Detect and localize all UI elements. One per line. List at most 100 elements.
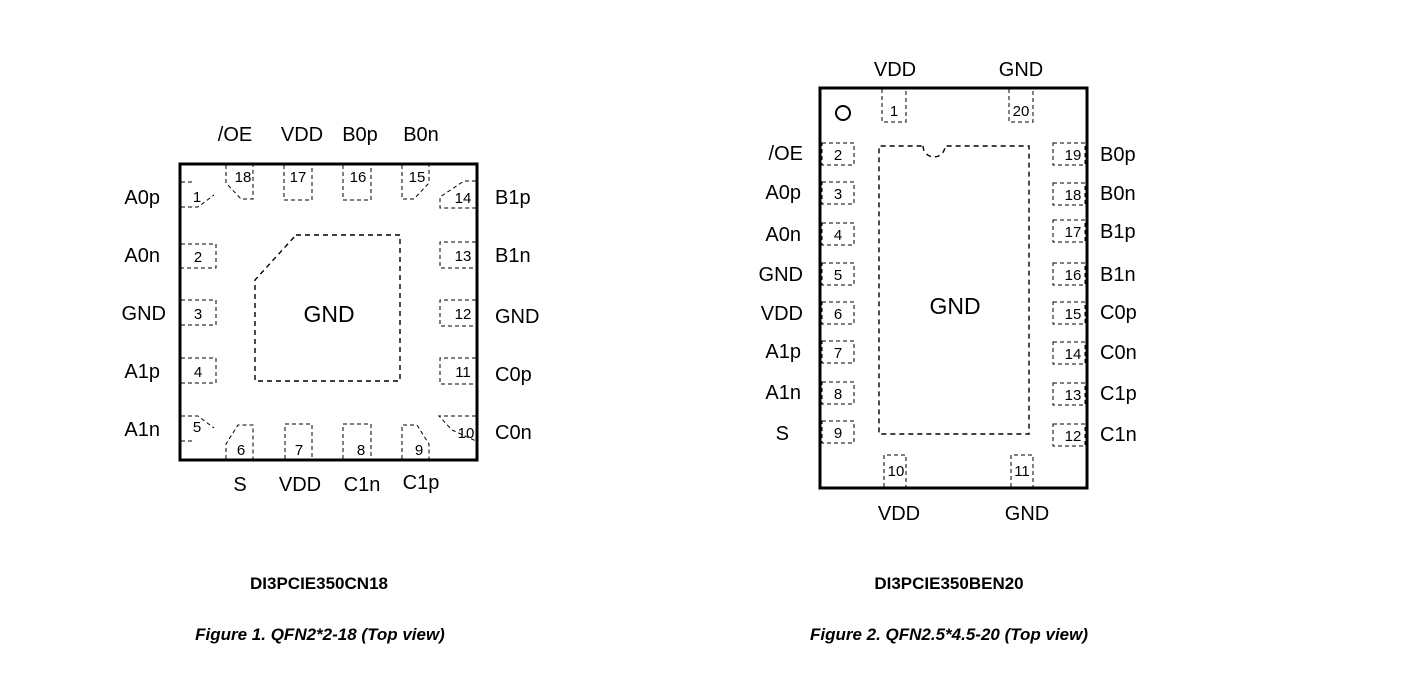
pin-pad xyxy=(439,299,476,327)
pin-pad xyxy=(342,165,372,201)
top-pin-15: 15 B0n xyxy=(401,124,439,200)
right-pin-19: 19 B0p xyxy=(1052,142,1136,166)
pin-number: 3 xyxy=(834,186,842,203)
pin-pad xyxy=(821,222,855,246)
left-pin-4: 4 A0n xyxy=(765,222,855,246)
exposed-pad-20 xyxy=(878,145,1030,435)
exposed-pad-18 xyxy=(254,234,401,382)
package-outline-20 xyxy=(818,86,1089,490)
center-pad-label: GND xyxy=(303,301,354,327)
pin-number: 1 xyxy=(193,189,201,206)
pin-number: 4 xyxy=(834,227,842,244)
pin-pad xyxy=(181,415,215,442)
pin-number: 15 xyxy=(409,169,426,186)
right-pin-15: 15 C0p xyxy=(1052,301,1137,325)
pin-name: C1p xyxy=(1100,383,1137,405)
top-pin-18: 18 /OE xyxy=(218,124,254,200)
right-pin-13: 13 C1p xyxy=(1052,382,1137,406)
pin-number: 17 xyxy=(290,169,307,186)
pin-pad xyxy=(439,357,476,385)
pin-number: 9 xyxy=(834,425,842,442)
pin-name: A1p xyxy=(124,361,160,383)
bottom-pin-8: 8 C1n xyxy=(342,423,381,496)
right-pin-10: 10 C0n xyxy=(437,415,532,444)
pin-pad xyxy=(1052,382,1086,406)
right-pin-14: 14 B1p xyxy=(439,180,531,209)
top-pin-20: 20 GND xyxy=(999,59,1043,123)
pin-number: 10 xyxy=(458,425,475,442)
left-pin-3: 3 A0p xyxy=(765,181,855,205)
pin-pad xyxy=(1052,341,1086,365)
pin-number: 10 xyxy=(888,463,905,480)
pin-name: B1p xyxy=(1100,221,1136,243)
right-pin-12: 12 C1n xyxy=(1052,423,1137,447)
pin-number: 2 xyxy=(834,147,842,164)
pin-pad xyxy=(1052,423,1086,447)
pin-name: A0p xyxy=(765,182,801,204)
pin-name: B1n xyxy=(495,245,531,267)
pin-name: GND xyxy=(999,59,1043,81)
right-pin-16: 16 B1n xyxy=(1052,262,1136,286)
pin-name: A0n xyxy=(124,245,160,267)
pin-name: VDD xyxy=(878,503,920,525)
pin-name: A1p xyxy=(765,341,801,363)
pin-number: 12 xyxy=(455,306,472,323)
pin-number: 1 xyxy=(890,103,898,120)
left-pin-6: 6 VDD xyxy=(761,301,855,325)
pin-number: 16 xyxy=(1065,267,1082,284)
pin-pad xyxy=(821,181,855,205)
pin-number: 14 xyxy=(1065,346,1082,363)
pin-name: VDD xyxy=(874,59,916,81)
pin-pad xyxy=(821,262,855,286)
pin-number: 5 xyxy=(834,267,842,284)
pin-pad xyxy=(1052,219,1086,243)
pin-name: C0n xyxy=(1100,342,1137,364)
pin-number: 11 xyxy=(1014,463,1030,480)
pin-pad xyxy=(1052,142,1086,166)
left-pin-5: 5 GND xyxy=(759,262,855,286)
pin-name: C0p xyxy=(495,364,532,386)
pin-pad xyxy=(439,241,476,269)
pin-number: 5 xyxy=(193,419,201,436)
pin-pad xyxy=(1052,301,1086,325)
pin-name: C1n xyxy=(344,474,381,496)
pin-number: 14 xyxy=(455,190,472,207)
pin-pad xyxy=(821,381,855,405)
left-pin-1: 1 A0p xyxy=(124,181,215,209)
pin-name: /OE xyxy=(218,124,252,146)
left-pin-2: 2 A0n xyxy=(124,243,217,269)
part-name: DI3PCIE350BEN20 xyxy=(874,574,1023,593)
pin-name: C1n xyxy=(1100,424,1137,446)
center-pad-label: GND xyxy=(929,293,980,319)
pin-pad xyxy=(881,89,907,123)
pin-name: B0p xyxy=(1100,144,1136,166)
right-pin-13: 13 B1n xyxy=(439,241,531,269)
pin-number: 9 xyxy=(415,442,423,459)
top-pin-16: 16 B0p xyxy=(342,124,378,201)
pin-name: A1n xyxy=(765,382,801,404)
right-pin-12: 12 GND xyxy=(439,299,539,328)
pin-pad xyxy=(342,423,372,459)
pin-pad xyxy=(181,299,217,326)
pin-name: C1p xyxy=(403,472,440,494)
pin-number: 7 xyxy=(295,442,303,459)
pin-pad xyxy=(284,423,313,459)
pin-number: 3 xyxy=(194,306,202,323)
pin-name: VDD xyxy=(279,474,321,496)
pin-pad xyxy=(401,424,430,459)
pin-number: 13 xyxy=(1065,387,1082,404)
bottom-pin-9: 9 C1p xyxy=(401,424,440,494)
bottom-pin-7: 7 VDD xyxy=(279,423,321,496)
pin-number: 4 xyxy=(194,364,202,381)
left-pin-5: 5 A1n xyxy=(124,415,215,442)
pin-name: B0p xyxy=(342,124,378,146)
pin-name: C0p xyxy=(1100,302,1137,324)
pin-number: 12 xyxy=(1065,428,1082,445)
pin-pad xyxy=(181,243,217,269)
pin-name: S xyxy=(776,423,789,445)
pin-name: B0n xyxy=(403,124,439,146)
left-pin-9: 9 S xyxy=(776,420,855,445)
top-pin-1: 1 VDD xyxy=(874,59,916,123)
